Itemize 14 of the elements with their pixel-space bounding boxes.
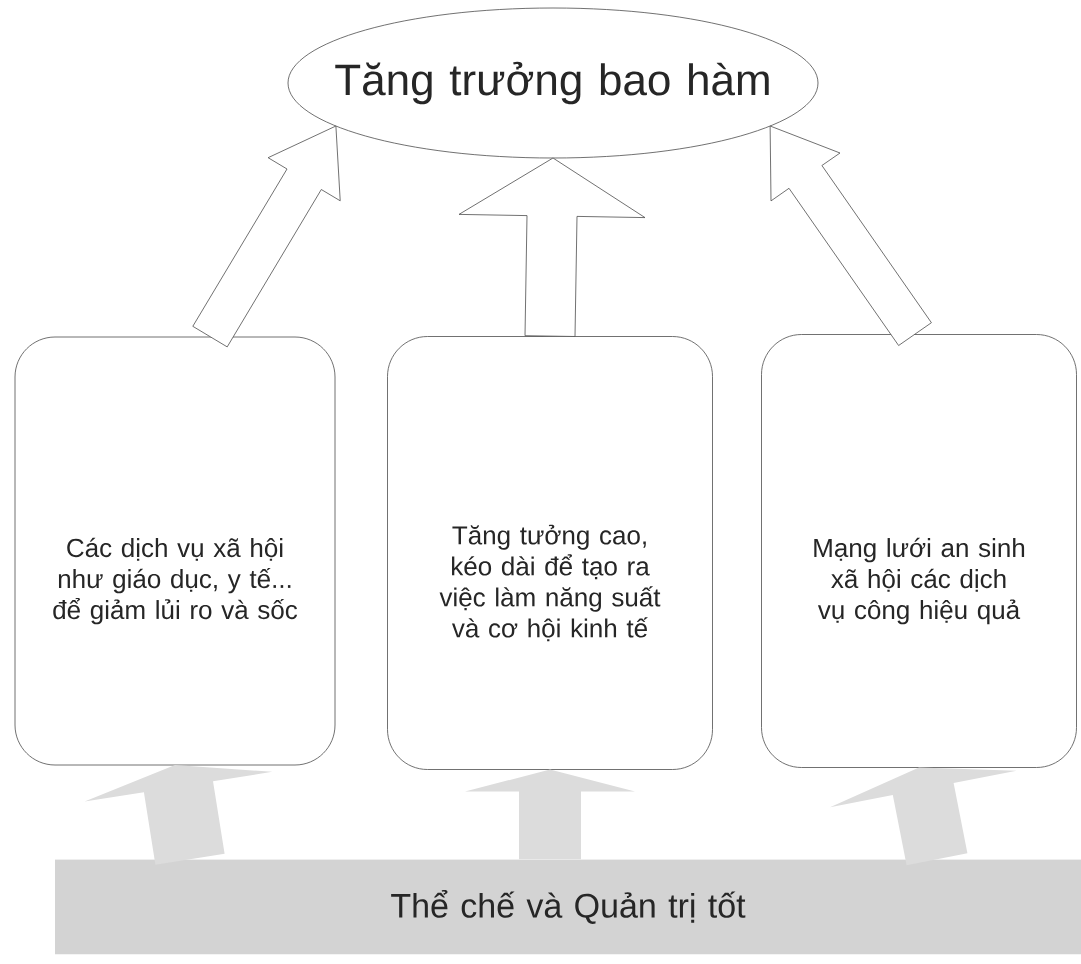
node-text: Tăng tưởng cao, kéo dài để tạo ra việc làm năng suất và cơ hội kinh tế <box>439 524 661 642</box>
node-text: Tăng trưởng bao hàm <box>335 61 769 105</box>
text-card <box>387 336 713 770</box>
block-arrow <box>769 125 932 346</box>
block-arrow <box>458 157 646 337</box>
block-arrow <box>192 125 341 348</box>
ellipse-label <box>287 7 819 159</box>
node-text: Mạng lưới an sinh xã hội các dịch vụ công hiệu quả <box>814 537 1025 625</box>
block-arrow <box>465 769 635 860</box>
node-text: Các dịch vụ xã hội như giáo dục, y tế... để giảm lủi ro và sốc <box>53 537 298 625</box>
node-text: Thể chế và Quản trị tốt <box>391 890 746 924</box>
text-card <box>14 336 336 766</box>
text-card <box>761 334 1077 768</box>
band-box <box>55 859 1081 955</box>
